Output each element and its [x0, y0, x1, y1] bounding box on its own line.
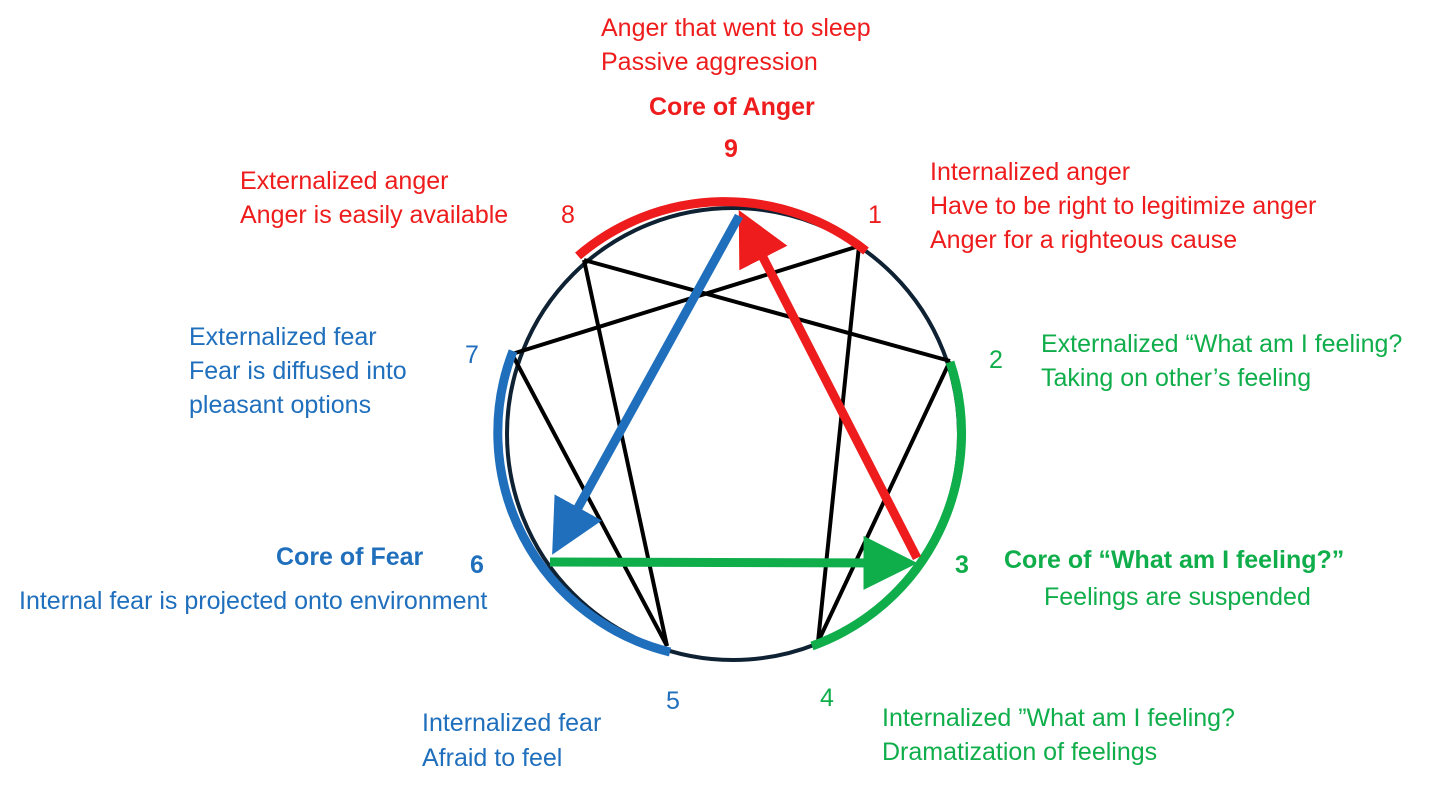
core-of-feeling-heading: Core of “What am I feeling?” [1004, 546, 1345, 574]
point-3-label: 3 [955, 551, 969, 579]
p4-desc-line2: Dramatization of feelings [882, 738, 1158, 766]
line-7-1 [511, 244, 860, 356]
core-of-anger-heading: Core of Anger [649, 93, 815, 121]
point-4-label: 4 [820, 684, 834, 712]
point-8-label: 8 [561, 201, 575, 229]
arrow-9-to-6 [552, 213, 743, 555]
line-8-5 [582, 259, 669, 647]
top-desc-line1: Anger that went to sleep [601, 14, 871, 42]
top-desc-line2: Passive aggression [601, 48, 818, 76]
feeling-arc [810, 360, 967, 651]
p8-desc-line1: Externalized anger [240, 167, 449, 195]
anger-arc [575, 197, 869, 260]
hexad-lines [510, 244, 952, 647]
p1-desc-line1: Internalized anger [930, 158, 1131, 186]
point-9-label: 9 [724, 135, 738, 163]
core-of-fear-heading: Core of Fear [276, 543, 424, 571]
point-7-label: 7 [465, 341, 479, 369]
p8-desc-line2: Anger is easily available [240, 201, 509, 229]
point-5-label: 5 [666, 687, 680, 715]
p2-desc-line1: Externalized “What am I feeling? [1041, 330, 1403, 358]
p4-desc-line1: Internalized ”What am I feeling? [882, 704, 1235, 732]
p7-desc-line1: Externalized fear [189, 323, 377, 351]
point-2-label: 2 [989, 346, 1003, 374]
p7-desc-line2: Fear is diffused into [189, 357, 407, 385]
p6-desc-line1: Internal fear is projected onto environm… [19, 587, 488, 615]
line-2-8 [583, 258, 951, 363]
p3-desc-line1: Feelings are suspended [1044, 583, 1311, 611]
p5-desc-line2: Afraid to feel [422, 744, 563, 772]
arrow-3-to-9 [738, 209, 922, 561]
point-6-label: 6 [470, 551, 484, 579]
p1-desc-line2: Have to be right to legitimize anger [930, 192, 1317, 220]
point-1-label: 1 [868, 201, 882, 229]
p5-desc-line1: Internalized fear [422, 709, 602, 737]
fear-arc [493, 349, 672, 657]
arrow-6-to-3 [549, 535, 918, 590]
line-1-4 [816, 245, 861, 643]
p1-desc-line3: Anger for a righteous cause [930, 226, 1238, 254]
p7-desc-line3: pleasant options [189, 391, 372, 419]
p2-desc-line2: Taking on other’s feeling [1041, 364, 1312, 392]
